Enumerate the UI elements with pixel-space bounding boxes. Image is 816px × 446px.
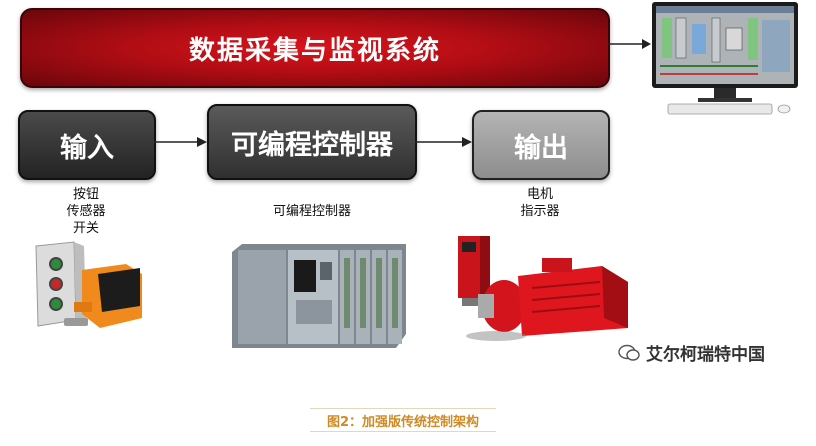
caption-switch: 开关	[72, 221, 99, 236]
caption-sensor: 传感器	[66, 204, 106, 219]
caption-indicator: 指示器	[520, 204, 560, 219]
arrow-input-to-plc	[154, 137, 207, 147]
watermark: 艾尔柯瑞特中国	[618, 340, 765, 365]
plc-image	[232, 244, 406, 348]
plc-label: 可编程控制器	[231, 129, 393, 161]
wechat-icon	[618, 344, 640, 361]
arrow-plc-to-output	[415, 137, 472, 147]
input-caption: 按钮 传感器 开关	[48, 186, 124, 237]
output-box: 输出	[472, 110, 610, 180]
caption-plc: 可编程控制器	[272, 204, 351, 219]
arrow-to-monitor	[608, 39, 651, 49]
output-caption: 电机 指示器	[505, 186, 575, 220]
output-label: 输出	[514, 132, 568, 164]
plc-box: 可编程控制器	[207, 104, 417, 180]
caption-motor: 电机	[526, 187, 553, 202]
figure-caption: 图2：加强版传统控制架构	[310, 408, 496, 432]
watermark-text: 艾尔柯瑞特中国	[646, 345, 765, 365]
input-box: 输入	[18, 110, 156, 180]
banner-title: 数据采集与监视系统	[188, 35, 441, 66]
figure-caption-text: 图2：加强版传统控制架构	[326, 414, 480, 430]
plc-caption: 可编程控制器	[262, 203, 362, 220]
monitor-image	[652, 2, 798, 115]
output-devices-image	[458, 236, 628, 341]
scada-banner: 数据采集与监视系统	[20, 8, 610, 88]
caption-button: 按钮	[72, 187, 99, 202]
input-devices-image	[35, 241, 142, 328]
input-label: 输入	[60, 132, 114, 164]
